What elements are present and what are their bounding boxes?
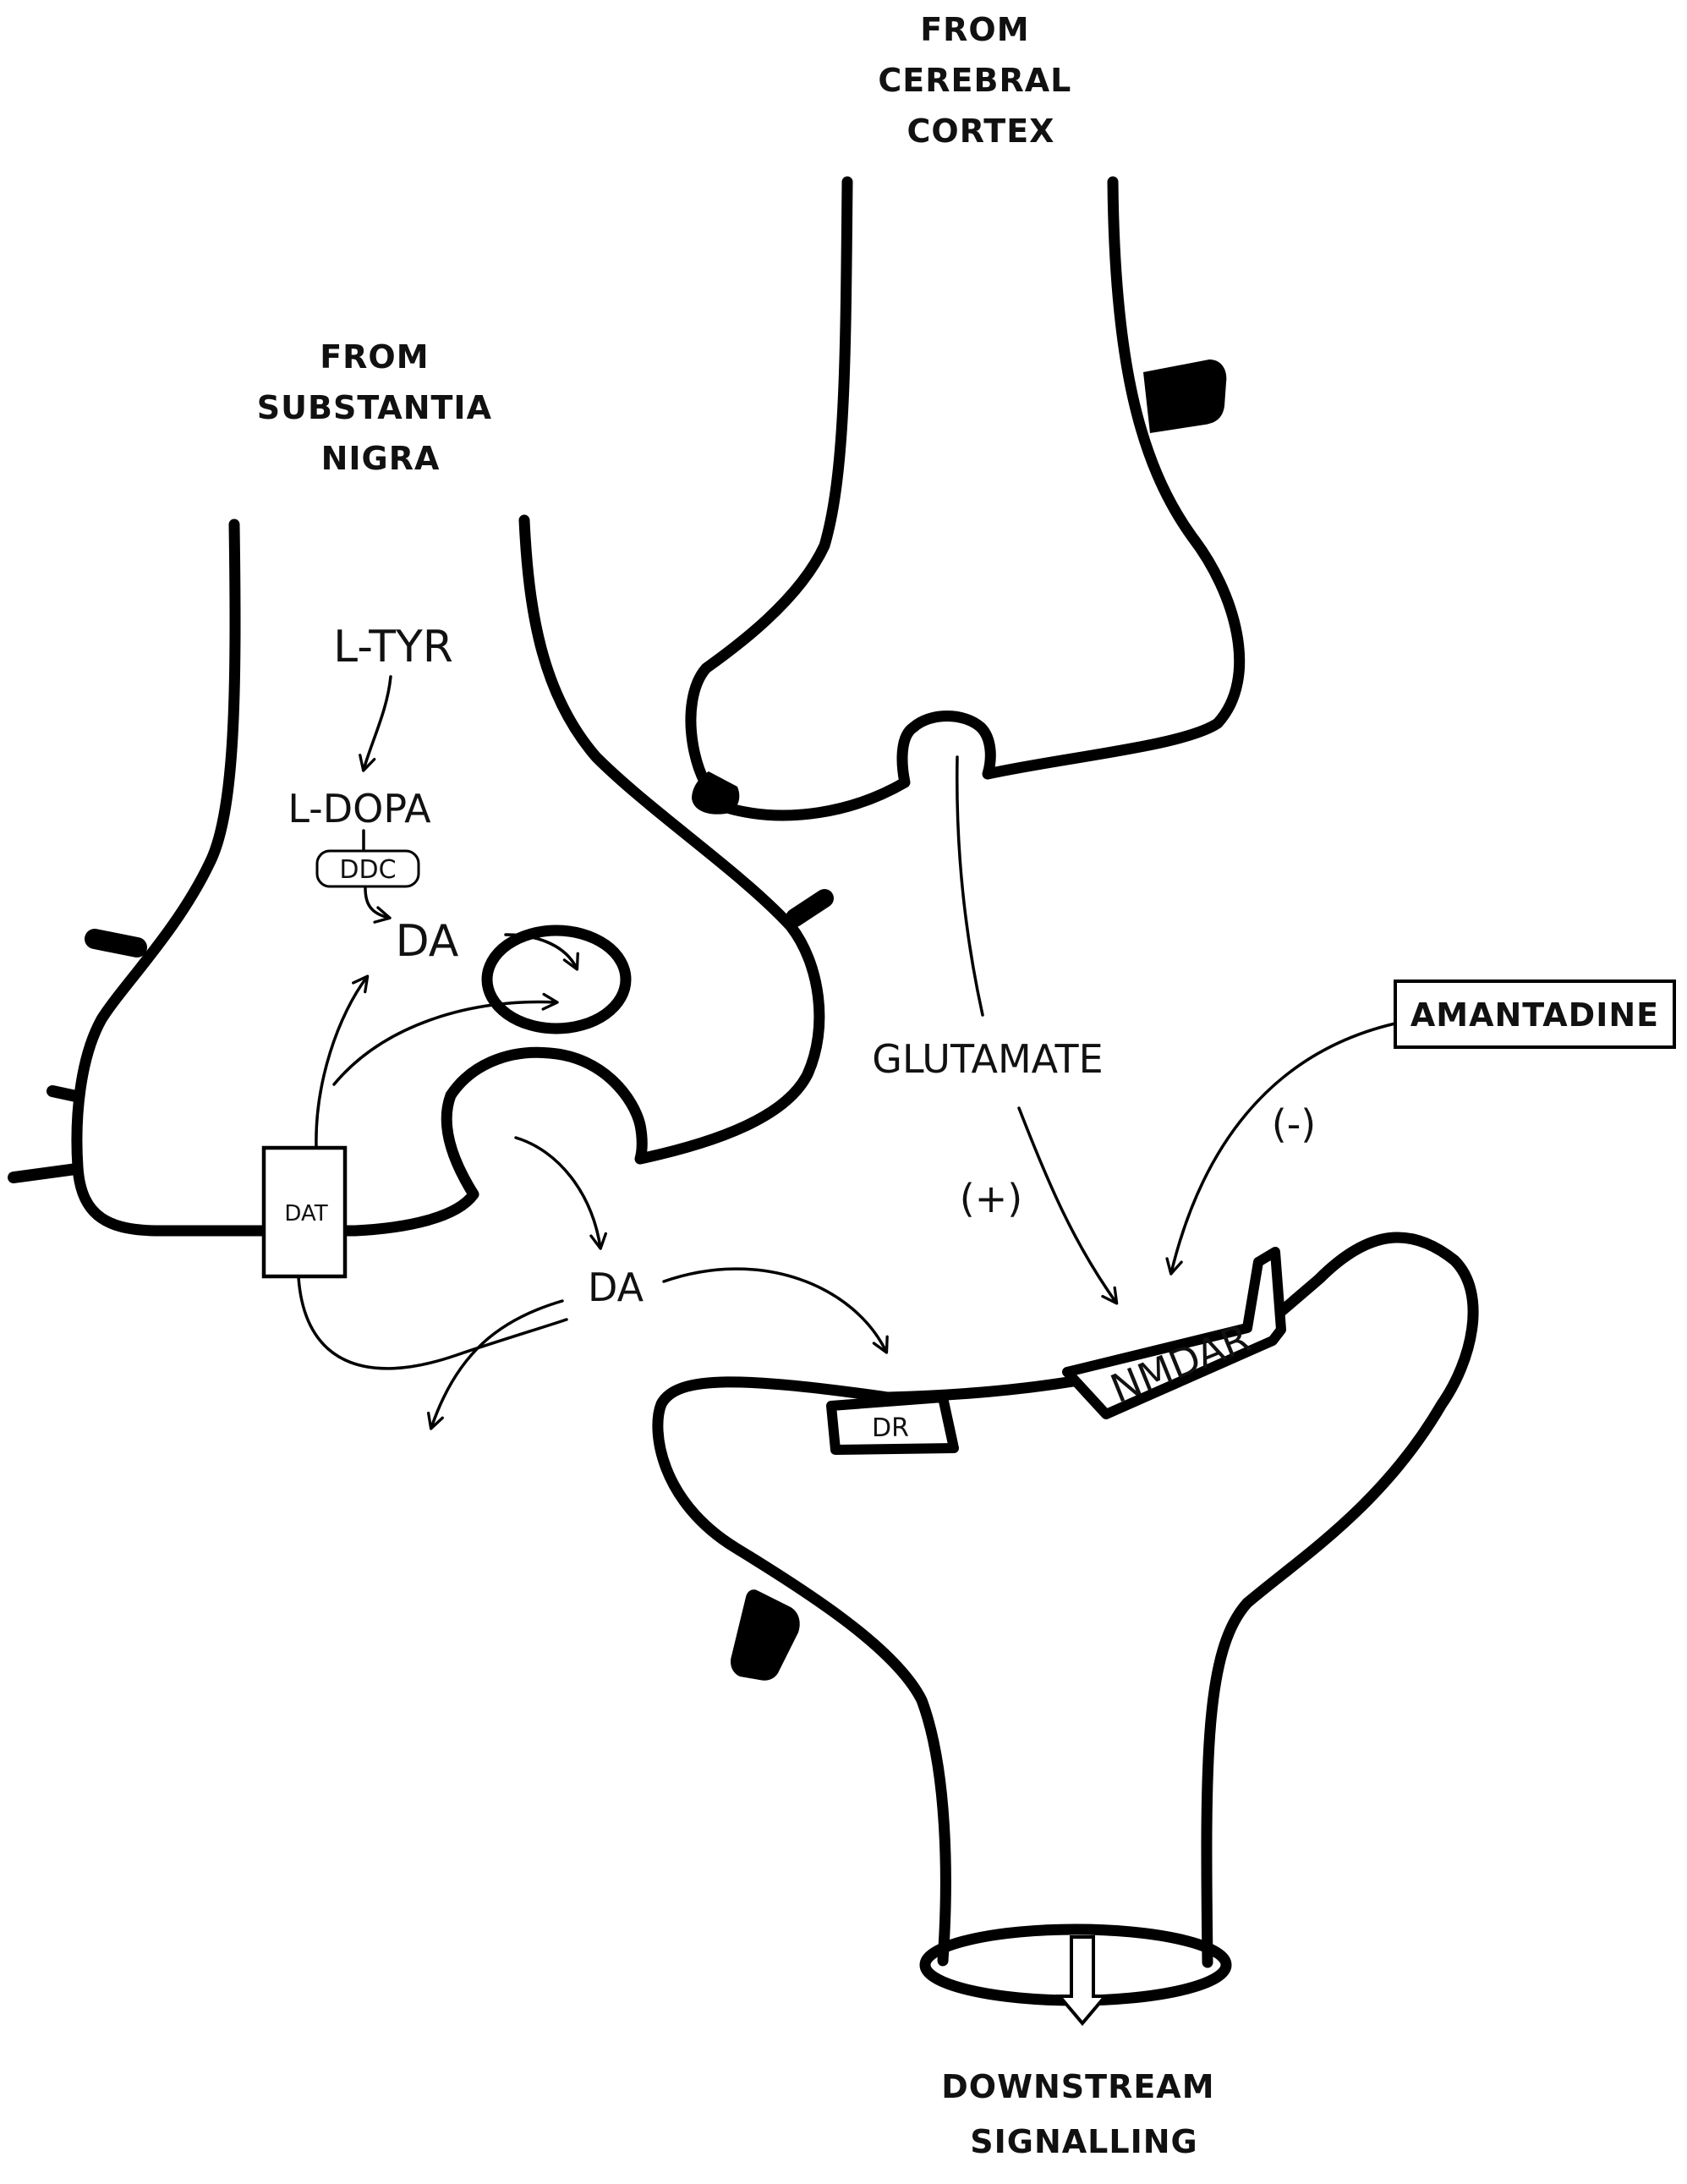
arrow-dat-to-cytosol xyxy=(315,974,370,1150)
arrow-dat-reuptake xyxy=(297,1276,568,1370)
arrow-da-to-receptor xyxy=(662,1267,889,1354)
arrow-ltyr-to-ldopa xyxy=(359,675,392,772)
label-glutamate: GLUTAMATE xyxy=(872,1036,1103,1082)
dopamine-receptor xyxy=(826,1392,959,1455)
label-amantadine: AMANTADINE xyxy=(1410,996,1659,1034)
label-ddc: DDC xyxy=(339,855,396,885)
label-l-dopa: L-DOPA xyxy=(288,786,431,831)
arrow-da-diffusion xyxy=(426,1299,564,1430)
label-downstream-signalling: DOWNSTREAM SIGNALLING xyxy=(941,2068,1227,2160)
label-from-cerebral-cortex: FROM CEREBRAL CORTEX xyxy=(878,11,1083,150)
arrow-glutamate-to-nmdar xyxy=(1017,1106,1119,1305)
arrow-glutamate-release xyxy=(956,755,984,1017)
label-plus: (+) xyxy=(960,1176,1022,1221)
nigral-terminal-knobs xyxy=(8,889,834,1183)
pathway-arrows xyxy=(297,675,1397,1430)
nmda-receptor xyxy=(1062,1247,1286,1419)
label-from-substantia-nigra: FROM SUBSTANTIA NIGRA xyxy=(257,338,504,477)
arrow-ddc-to-da xyxy=(364,886,392,924)
amantadine-box xyxy=(1394,980,1676,1049)
label-nmdar: NMDAR xyxy=(1104,1315,1257,1413)
label-dat: DAT xyxy=(284,1201,327,1226)
label-minus: (-) xyxy=(1272,1101,1317,1147)
downstream-arrow xyxy=(1055,1935,1109,2027)
arrow-da-into-vesicle xyxy=(504,933,579,971)
ddc-enzyme-box xyxy=(315,849,420,888)
label-l-tyr: L-TYR xyxy=(333,622,453,672)
label-dr: DR xyxy=(872,1413,909,1443)
arrow-dat-to-vesicle xyxy=(332,992,559,1086)
arrow-release-to-cleft xyxy=(514,1136,607,1250)
label-da-synaptic: DA xyxy=(588,1265,644,1310)
nigral-terminal xyxy=(71,514,825,1237)
arrow-amantadine-to-nmdar xyxy=(1165,1022,1397,1276)
cortical-terminal-knobs xyxy=(692,359,1227,815)
dendrite-knob xyxy=(731,1589,800,1681)
dat-transporter xyxy=(261,1145,348,1279)
label-da-intracellular: DA xyxy=(396,916,459,967)
cortical-terminal xyxy=(685,176,1246,821)
